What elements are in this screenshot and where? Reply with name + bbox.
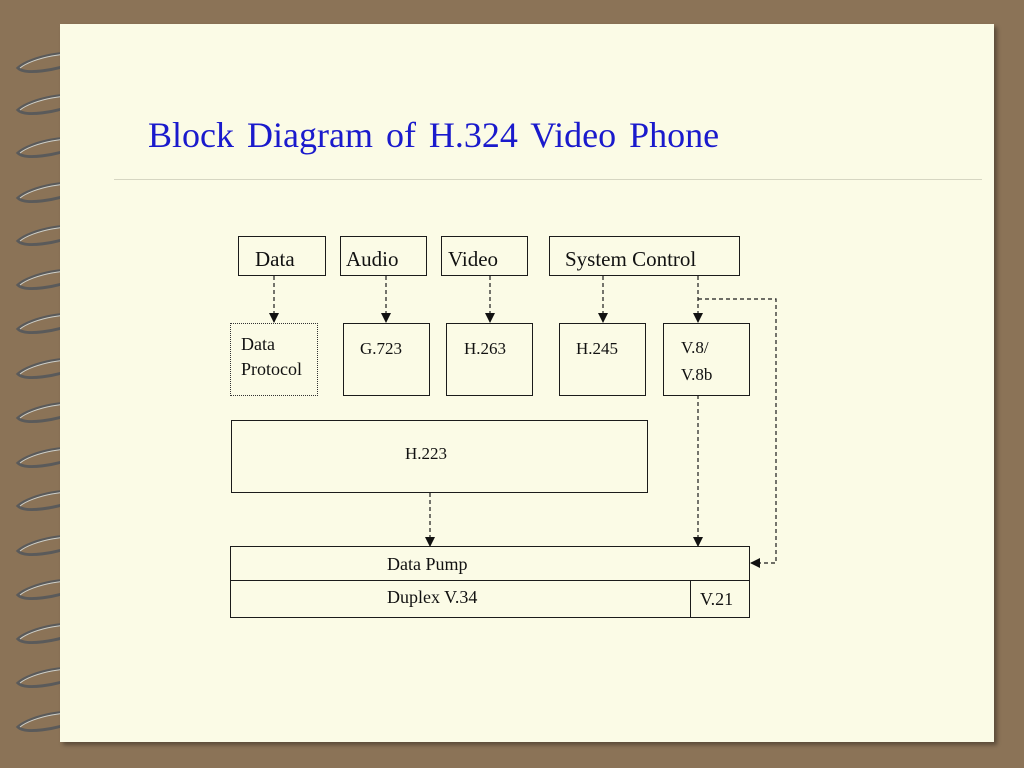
data-pump-label: Data Pump xyxy=(387,554,468,574)
duplex-label: Duplex V.34 xyxy=(387,587,478,607)
data-protocol-block: Data Protocol xyxy=(230,323,318,396)
notebook-page xyxy=(60,24,994,742)
h245-block: H.245 xyxy=(559,323,646,396)
data-pump-block: Data Pump Duplex V.34 V.21 xyxy=(230,546,750,618)
audio-block: Audio xyxy=(340,236,427,276)
v21-label: V.21 xyxy=(700,589,734,609)
data-pump-divider xyxy=(231,580,749,581)
title-divider xyxy=(114,179,982,180)
video-block: Video xyxy=(441,236,528,276)
data-block: Data xyxy=(238,236,326,276)
h263-block: H.263 xyxy=(446,323,533,396)
page-title: Block Diagram of H.324 Video Phone xyxy=(148,115,720,155)
v8-block: V.8/ V.8b xyxy=(663,323,750,396)
v21-divider xyxy=(690,580,691,618)
system-control-block: System Control xyxy=(549,236,740,276)
h223-block: H.223 xyxy=(231,420,648,493)
g723-block: G.723 xyxy=(343,323,430,396)
arrow-control-bypass xyxy=(698,298,777,568)
